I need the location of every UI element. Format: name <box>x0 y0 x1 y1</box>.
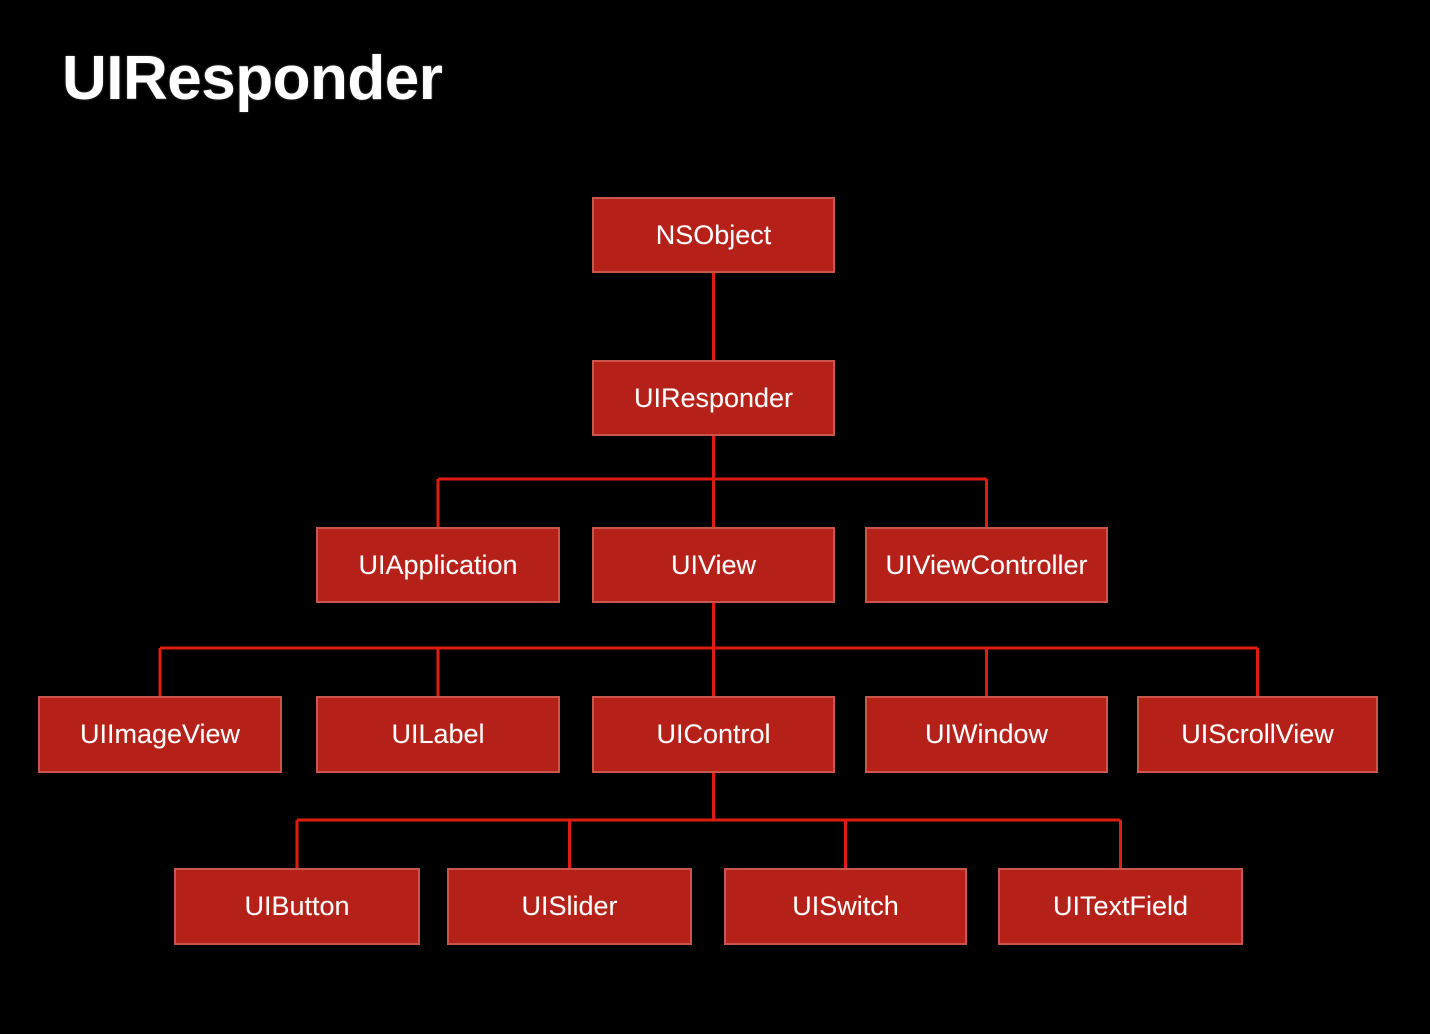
node-uiapplication[interactable]: UIApplication <box>316 527 560 603</box>
node-uiimageview[interactable]: UIImageView <box>38 696 282 773</box>
node-label: UITextField <box>1052 891 1189 921</box>
node-uibutton[interactable]: UIButton <box>174 868 420 945</box>
node-label: UIResponder <box>633 382 794 413</box>
node-label: UIView <box>670 549 757 580</box>
node-uicontrol[interactable]: UIControl <box>592 696 835 773</box>
node-uiwindow[interactable]: UIWindow <box>865 696 1108 773</box>
node-uiview[interactable]: UIView <box>592 527 835 603</box>
node-label: UIScrollView <box>1181 719 1334 749</box>
node-uislider[interactable]: UISlider <box>447 868 692 945</box>
node-label: UIViewController <box>885 549 1088 580</box>
node-label: UIWindow <box>924 719 1049 749</box>
node-uitextfield[interactable]: UITextField <box>998 868 1243 945</box>
node-label: UIButton <box>244 891 350 921</box>
node-uiswitch[interactable]: UISwitch <box>724 868 967 945</box>
node-label: NSObject <box>655 219 772 250</box>
node-label: UIImageView <box>79 719 241 749</box>
node-label: UISlider <box>521 891 618 921</box>
node-label: UILabel <box>391 719 485 749</box>
node-uiresponder[interactable]: UIResponder <box>592 360 835 436</box>
node-uiviewcontroller[interactable]: UIViewController <box>865 527 1108 603</box>
page-title: UIResponder <box>62 44 443 113</box>
node-nsobject[interactable]: NSObject <box>592 197 835 273</box>
node-uiscrollview[interactable]: UIScrollView <box>1137 696 1378 773</box>
node-uilabel[interactable]: UILabel <box>316 696 560 773</box>
node-label: UIApplication <box>358 549 518 580</box>
node-label: UISwitch <box>792 891 899 921</box>
node-label: UIControl <box>656 719 771 749</box>
